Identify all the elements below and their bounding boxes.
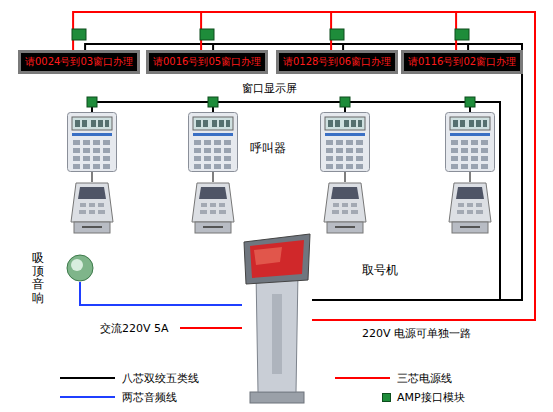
- display-text: 请0024号到03窗口办理: [25, 56, 133, 68]
- caller-bus: [92, 102, 500, 300]
- caption-label: 呼叫器: [250, 140, 286, 157]
- amp-module: [72, 29, 86, 40]
- black-cable: [85, 44, 522, 300]
- legend-text: AMP接口模块: [397, 390, 465, 405]
- caption-label: 交流220V 5A: [100, 321, 169, 336]
- window-display: 请0016号到05窗口办理: [146, 50, 268, 74]
- window-display: 请0024号到03窗口办理: [18, 50, 140, 74]
- caller-device: [321, 113, 370, 172]
- legend-text: 两芯音频线: [122, 390, 177, 405]
- card-reader: [449, 183, 491, 233]
- amp-module: [330, 29, 344, 40]
- speaker-drawing: [66, 254, 94, 282]
- amp-module: [200, 29, 214, 40]
- card-reader: [324, 183, 366, 233]
- kiosk-label: 取号机: [362, 262, 398, 279]
- display-text: 请0016号到05窗口办理: [153, 56, 261, 68]
- legend-line-sample: [60, 377, 115, 379]
- caller-device: [68, 113, 117, 172]
- speaker-label: 吸顶音响: [32, 252, 44, 305]
- caller-device: [446, 113, 495, 172]
- amp-module: [208, 97, 218, 107]
- legend-swatch: [382, 393, 391, 402]
- legend-line-sample: [335, 377, 390, 379]
- card-reader: [192, 183, 234, 233]
- mains-line: [180, 327, 242, 329]
- amp-module: [87, 97, 97, 107]
- legend-text: 三芯电源线: [397, 371, 452, 386]
- window-display: 请0128号到06窗口办理: [276, 50, 398, 74]
- red-cable: [73, 12, 535, 320]
- caption-label: 220V 电源可单独一路: [362, 326, 471, 341]
- caption-label: 窗口显示屏: [242, 81, 297, 96]
- caller-device: [189, 113, 238, 172]
- legend-line-sample: [60, 396, 115, 398]
- display-text: 请0128号到06窗口办理: [283, 56, 391, 68]
- black-cable: [312, 44, 522, 300]
- window-display: 请0116号到02窗口办理: [401, 50, 523, 74]
- amp-module: [340, 97, 350, 107]
- legend-text: 八芯双绞五类线: [122, 371, 199, 386]
- ceiling-speaker: 吸顶音响: [66, 254, 94, 282]
- amp-module: [465, 97, 475, 107]
- reader-cable: [92, 172, 470, 182]
- black-cable: [312, 44, 522, 300]
- card-reader: [71, 183, 113, 233]
- kiosk-drawing: [242, 232, 312, 404]
- black-cable: [213, 44, 522, 300]
- ticket-kiosk: 取号机: [242, 232, 312, 404]
- display-text: 请0116号到02窗口办理: [408, 56, 516, 68]
- amp-module: [455, 29, 469, 40]
- blue-cable: [80, 282, 242, 305]
